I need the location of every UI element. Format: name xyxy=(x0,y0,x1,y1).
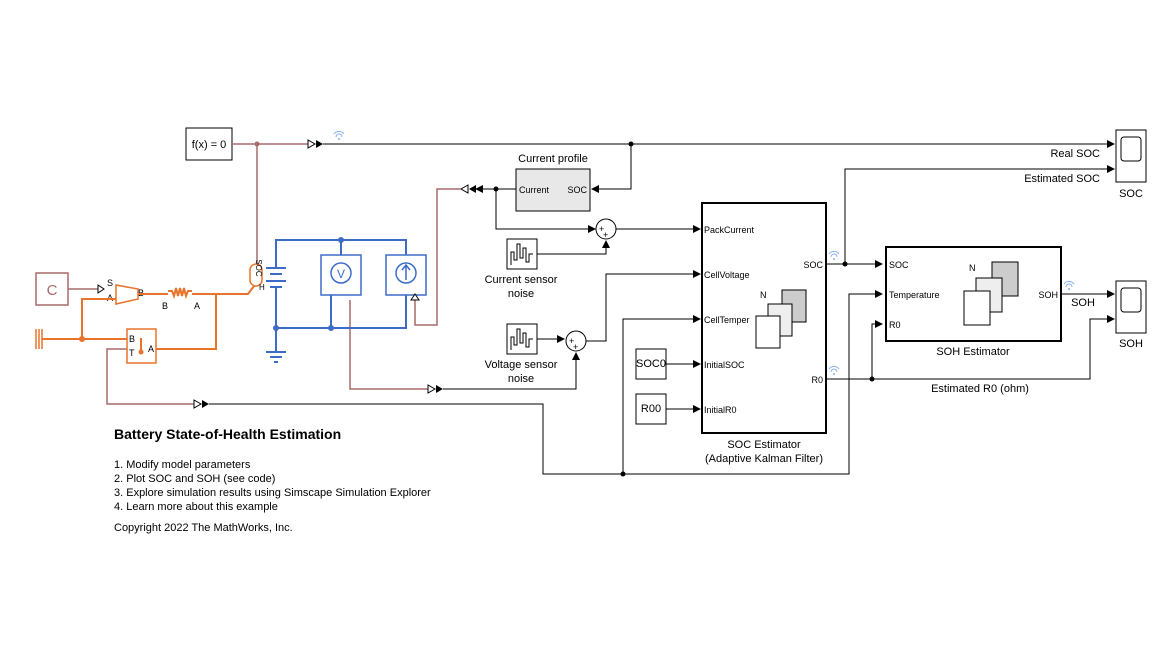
soc-scope-label: SOC xyxy=(1119,188,1143,200)
copyright: Copyright 2022 The MathWorks, Inc. xyxy=(114,522,293,534)
current-profile-port-soc: SOC xyxy=(567,185,587,195)
current-profile-title: Current profile xyxy=(518,153,588,165)
b-port-label-3: B xyxy=(129,334,135,344)
electrical-reference-icon xyxy=(266,351,286,363)
real-soc-line[interactable]: Real SOC xyxy=(232,139,1115,268)
port-initial-r0: InitialR0 xyxy=(704,405,737,415)
soc0-constant-block[interactable]: SOC0 xyxy=(635,348,667,380)
h-label: H xyxy=(259,283,265,292)
port-soc-out: SOC xyxy=(803,260,823,270)
port-pack-current: PackCurrent xyxy=(704,225,755,235)
c-label: C xyxy=(47,282,58,299)
r00-label: R00 xyxy=(641,403,661,415)
port-soh-r0: R0 xyxy=(889,320,901,330)
port-cell-voltage: CellVoltage xyxy=(704,270,750,280)
r00-constant-block[interactable]: R00 xyxy=(635,393,667,425)
a-port-label-3: A xyxy=(148,344,154,354)
current-sum-block[interactable]: + + xyxy=(595,218,617,240)
current-sensor-noise-block[interactable] xyxy=(506,238,538,270)
soc0-label: SOC0 xyxy=(636,358,666,370)
current-profile-block[interactable]: Current SOC xyxy=(515,168,591,212)
voltmeter-v-label: V xyxy=(337,267,345,281)
wifi-icon xyxy=(828,365,840,375)
soc-estimator-label-1: SOC Estimator xyxy=(727,439,801,451)
thermal-converter-block[interactable]: S A B xyxy=(107,278,144,305)
port-soh-out: SOH xyxy=(1038,290,1058,300)
soh-estimator-label: SOH Estimator xyxy=(936,346,1010,358)
estimated-soc-label: Estimated SOC xyxy=(1024,173,1100,185)
voltage-sensor-block[interactable]: V xyxy=(320,254,362,296)
wifi-icon xyxy=(333,130,345,140)
soc-estimator-label-2: (Adaptive Kalman Filter) xyxy=(705,453,823,465)
notes-item[interactable]: 1. Modify model parameters xyxy=(114,459,251,471)
port-initial-soc: InitialSOC xyxy=(704,360,745,370)
solver-label: f(x) = 0 xyxy=(192,139,227,151)
voltage-sensor-noise-block[interactable] xyxy=(506,323,538,355)
sum-plus-3: + xyxy=(569,336,574,346)
port-soh-soc: SOC xyxy=(889,260,909,270)
s-port-label: S xyxy=(107,278,113,288)
soh-estimator-block[interactable]: SOC Temperature R0 SOH N xyxy=(885,246,1062,342)
voltage-sensor-noise-label-2: noise xyxy=(508,373,534,385)
port-soh-temperature: Temperature xyxy=(889,290,940,300)
voltage-sensor-noise-label-1: Voltage sensor xyxy=(485,359,558,371)
current-profile-port-current: Current xyxy=(519,185,550,195)
estimated-r0-label: Estimated R0 (ohm) xyxy=(931,383,1029,395)
t-port-label: T xyxy=(129,348,135,358)
model-notes: Battery State-of-Health Estimation 1. Mo… xyxy=(114,426,534,534)
notes-item[interactable]: 4. Learn more about this example xyxy=(114,501,278,513)
wifi-icon xyxy=(1063,280,1075,290)
soc-scope-block[interactable] xyxy=(1115,129,1147,183)
port-cell-temper: CellTemper xyxy=(704,315,750,325)
controlled-current-source-block[interactable]: C xyxy=(35,272,69,306)
a-port-label-2: A xyxy=(194,301,200,311)
sum-plus-2: + xyxy=(603,230,608,240)
real-soc-label: Real SOC xyxy=(1050,148,1100,160)
subsystem-stack-icon: N xyxy=(755,289,807,349)
b-port-label-2: B xyxy=(162,301,168,311)
soc-estimator-block[interactable]: PackCurrent CellVoltage CellTemper Initi… xyxy=(701,202,827,434)
current-source-block[interactable] xyxy=(385,254,427,296)
n-label: N xyxy=(969,263,976,273)
soh-scope-block[interactable] xyxy=(1115,280,1147,334)
port-r0-out: R0 xyxy=(811,375,823,385)
thermal-reference-icon xyxy=(35,329,43,349)
wifi-icon xyxy=(828,250,840,260)
current-sensor-noise-label-1: Current sensor xyxy=(485,274,558,286)
temperature-sensor-block[interactable]: B T A xyxy=(126,328,157,364)
thermal-resistor-block[interactable]: B A xyxy=(162,287,200,311)
battery-block[interactable]: SOC H xyxy=(249,259,286,292)
voltage-sum-block[interactable]: + + xyxy=(565,330,587,352)
sum-plus-4: + xyxy=(573,342,578,352)
solver-configuration-block[interactable]: f(x) = 0 xyxy=(185,127,233,161)
notes-item[interactable]: 3. Explore simulation results using Sims… xyxy=(114,487,431,499)
sum-plus-1: + xyxy=(599,224,604,234)
subsystem-stack-icon: N xyxy=(963,261,1019,326)
n-label: N xyxy=(760,290,767,300)
current-sensor-noise-label-2: noise xyxy=(508,288,534,300)
battery-soc-label: SOC xyxy=(254,259,263,277)
notes-item[interactable]: 2. Plot SOC and SOH (see code) xyxy=(114,473,276,485)
notes-title: Battery State-of-Health Estimation xyxy=(114,426,342,442)
notes-list: 1. Modify model parameters 2. Plot SOC a… xyxy=(114,458,534,514)
soh-scope-label: SOH xyxy=(1119,338,1143,350)
soh-signal-label: SOH xyxy=(1071,297,1095,309)
